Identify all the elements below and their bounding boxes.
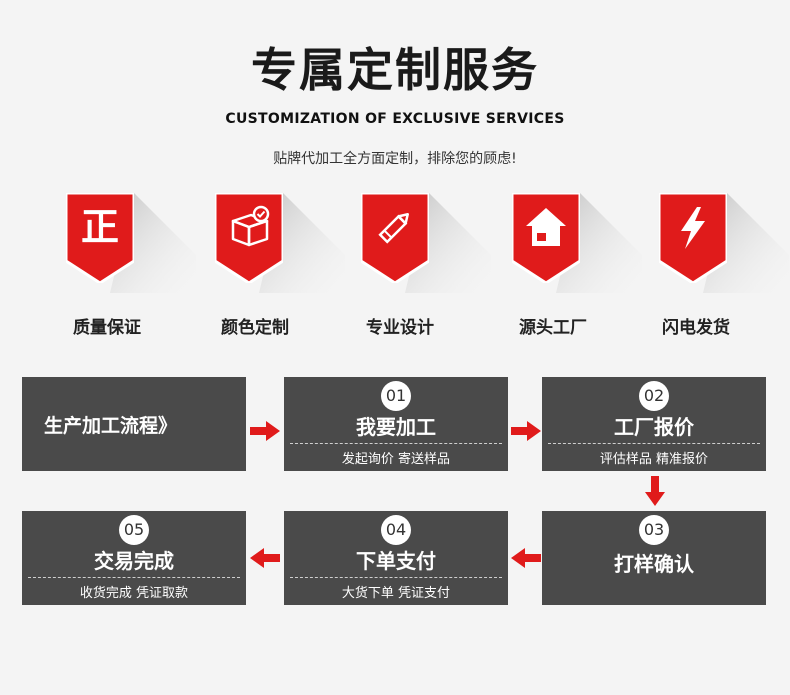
step-title: 工厂报价 [614, 415, 694, 439]
arrow-right-icon [250, 421, 280, 441]
zheng-character-icon: 正 [80, 205, 119, 249]
step-divider [290, 443, 502, 444]
step-number-badge: 02 [639, 381, 669, 411]
badge-shape [659, 193, 727, 283]
step-subtitle: 收货完成 凭证取款 [79, 586, 189, 601]
process-step-04: 04 下单支付 大货下单 凭证支付 [284, 511, 508, 605]
badge-shape [361, 193, 429, 283]
feature-shipping: 闪电发货 [659, 193, 789, 343]
arrow-left-icon [250, 548, 280, 568]
step-divider [290, 577, 502, 578]
step-title: 我要加工 [356, 415, 436, 439]
pencil-icon [378, 213, 409, 244]
box-check-icon [231, 205, 270, 247]
arrow-right-icon [511, 421, 541, 441]
arrow-left-icon [511, 548, 541, 568]
step-number-badge: 01 [381, 381, 411, 411]
page-title: 专属定制服务 [251, 43, 539, 97]
step-number-badge: 04 [381, 515, 411, 545]
feature-color: 颜色定制 [215, 193, 345, 343]
step-subtitle: 发起询价 寄送样品 [341, 452, 451, 467]
process-start-box: 生产加工流程》 [22, 377, 246, 471]
page-subtitle-chinese: 贴牌代加工全方面定制，排除您的顾虑! [273, 151, 517, 167]
feature-label: 颜色定制 [221, 318, 289, 338]
page-subtitle-english: CUSTOMIZATION OF EXCLUSIVE SERVICES [225, 111, 565, 127]
feature-label: 闪电发货 [662, 318, 730, 338]
factory-house-icon [526, 208, 566, 246]
feature-quality: 正 质量保证 [66, 193, 196, 343]
step-number-badge: 03 [639, 515, 669, 545]
step-title: 下单支付 [356, 549, 436, 573]
feature-label: 专业设计 [366, 318, 434, 338]
process-start-label: 生产加工流程》 [44, 414, 178, 437]
process-step-03: 03 打样确认 [542, 511, 766, 605]
step-divider [548, 443, 760, 444]
step-subtitle: 大货下单 凭证支付 [341, 586, 451, 601]
feature-label: 质量保证 [73, 318, 141, 338]
process-step-05: 05 交易完成 收货完成 凭证取款 [22, 511, 246, 605]
feature-label: 源头工厂 [519, 318, 587, 338]
feature-factory: 源头工厂 [512, 193, 642, 343]
process-step-02: 02 工厂报价 评估样品 精准报价 [542, 377, 766, 471]
step-number-badge: 05 [119, 515, 149, 545]
step-divider [28, 577, 240, 578]
step-title: 交易完成 [94, 549, 174, 573]
feature-design: 专业设计 [361, 193, 491, 343]
badge-shape [66, 193, 134, 283]
process-step-01: 01 我要加工 发起询价 寄送样品 [284, 377, 508, 471]
step-title: 打样确认 [614, 552, 694, 576]
arrow-down-icon [645, 476, 665, 506]
step-subtitle: 评估样品 精准报价 [599, 452, 709, 467]
lightning-icon [681, 207, 705, 249]
